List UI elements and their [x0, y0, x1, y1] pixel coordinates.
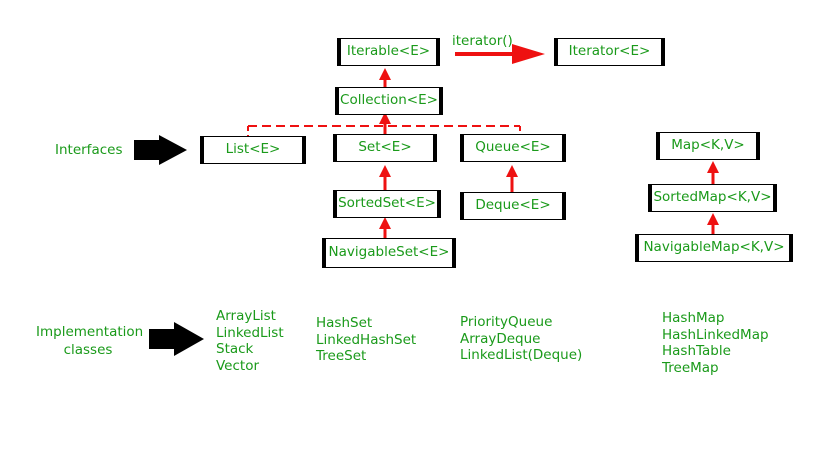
list-item: ArrayList	[216, 308, 276, 324]
list-item: ArrayDeque	[460, 330, 541, 347]
list-item: PriorityQueue	[460, 314, 553, 330]
iterator-method-arrow	[455, 44, 545, 64]
sortedset-interface-box: SortedSet<E>	[333, 190, 441, 218]
implementation-classes-label: Implementation classes	[36, 323, 144, 359]
iterable-interface-box: Iterable<E>	[337, 38, 440, 66]
list-item: Stack	[216, 341, 254, 357]
list-item: LinkedList(Deque)	[460, 347, 583, 363]
map-implementations: HashMap HashLinkedMap HashTable TreeMap	[662, 310, 769, 376]
list-implementations: ArrayList LinkedList Stack Vector	[216, 308, 284, 374]
list-interface-box: List<E>	[200, 136, 306, 164]
interfaces-label: Interfaces	[55, 142, 123, 158]
list-item: TreeMap	[662, 359, 719, 376]
sortedmap-to-map-arrow	[707, 161, 719, 184]
sortedset-to-set-arrow	[379, 165, 391, 190]
list-item: HashMap	[662, 310, 725, 326]
interfaces-pointer-arrow	[134, 135, 187, 165]
set-implementations: HashSet LinkedHashSet TreeSet	[316, 315, 416, 365]
implementation-pointer-arrow	[149, 322, 204, 356]
list-item: LinkedList	[216, 324, 284, 341]
implementation-label-line1: Implementation	[36, 324, 144, 340]
set-interface-box: Set<E>	[333, 134, 437, 162]
iterator-interface-box: Iterator<E>	[554, 38, 665, 66]
sortedmap-interface-box: SortedMap<K,V>	[648, 184, 777, 212]
list-item: HashTable	[662, 343, 731, 359]
deque-to-queue-arrow	[506, 165, 518, 192]
dashed-branch-connector	[247, 112, 521, 136]
navigablemap-to-sortedmap-arrow	[707, 213, 719, 234]
navigableset-interface-box: NavigableSet<E>	[322, 238, 456, 268]
list-item: HashSet	[316, 315, 373, 331]
queue-interface-box: Queue<E>	[460, 134, 566, 162]
queue-implementations: PriorityQueue ArrayDeque LinkedList(Dequ…	[460, 314, 582, 364]
deque-interface-box: Deque<E>	[460, 192, 566, 220]
iterator-method-label: iterator()	[452, 33, 513, 49]
map-interface-box: Map<K,V>	[656, 132, 760, 160]
navigablemap-interface-box: NavigableMap<K,V>	[635, 234, 793, 262]
collection-to-iterable-arrow	[379, 68, 391, 87]
implementation-label-line2: classes	[63, 342, 113, 358]
collection-interface-box: Collection<E>	[335, 87, 443, 115]
list-item: HashLinkedMap	[662, 326, 769, 343]
list-item: LinkedHashSet	[316, 331, 417, 348]
navigableset-to-sortedset-arrow	[379, 217, 391, 238]
list-item: TreeSet	[316, 348, 367, 364]
list-item: Vector	[216, 357, 260, 374]
